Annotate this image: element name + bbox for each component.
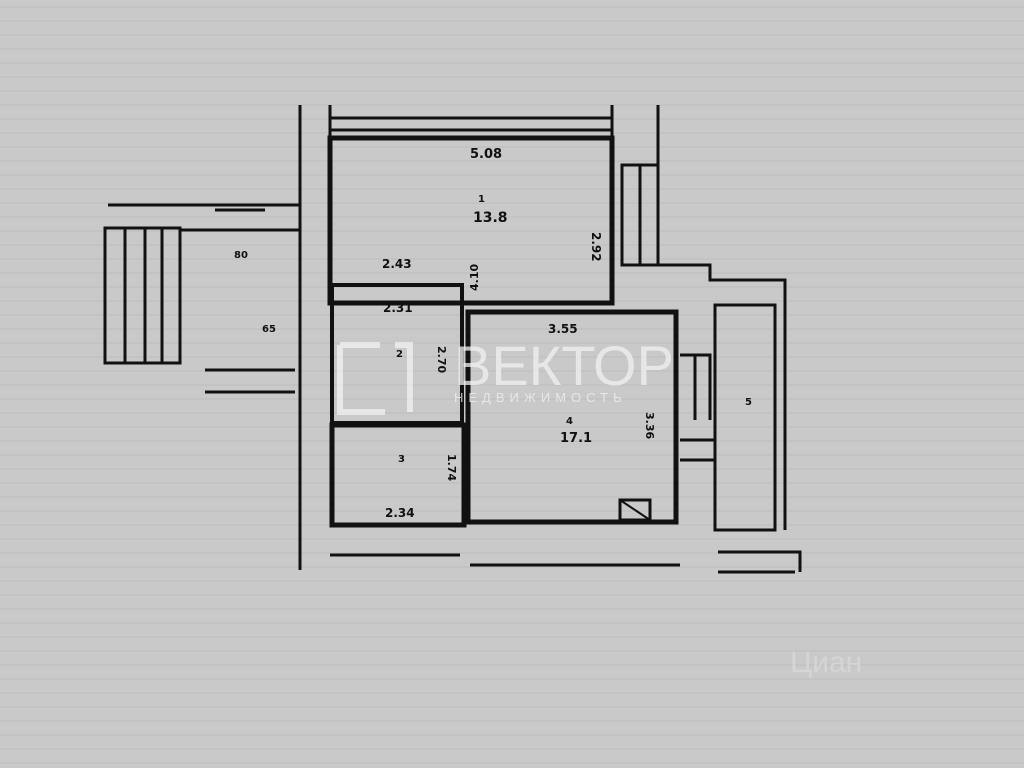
- room-marker-5: 5: [745, 397, 752, 408]
- vektor-logo-icon: [337, 342, 413, 415]
- dim-corridor-length: 4.10: [468, 264, 481, 291]
- room-marker-1: 1: [478, 194, 485, 205]
- room-1: [327, 135, 615, 306]
- dim-room2-width: 3.55: [548, 322, 578, 336]
- dim-room2-area: 17.1: [560, 431, 592, 446]
- watermark-brand-sub: НЕДВИЖИМОСТЬ: [454, 390, 627, 405]
- vektor-watermark: ВЕКТОР НЕДВИЖИМОСТЬ: [337, 334, 674, 415]
- dim-kitchen-width: 2.34: [385, 506, 415, 520]
- dim-corridor-width: 2.43: [382, 257, 412, 271]
- room-marker-2: 2: [396, 349, 403, 360]
- room-2: [465, 309, 679, 525]
- dim-stair-label: 80: [234, 250, 248, 261]
- dimension-labels: 5.08 13.8 2.92 2.43 2.31 4.10 2.70 3.55 …: [234, 147, 752, 520]
- dim-top-width: 5.08: [470, 147, 502, 162]
- kitchen: [329, 422, 467, 528]
- ventilation-shaft: [618, 498, 652, 522]
- dim-room2-depth: 3.36: [643, 412, 656, 439]
- balcony: [713, 303, 777, 532]
- dim-landing-label: 65: [262, 324, 276, 335]
- room-marker-4: 4: [566, 416, 573, 427]
- dim-kitchen-depth: 1.74: [445, 454, 458, 481]
- walls: [103, 105, 802, 574]
- stairs-left: [103, 226, 182, 365]
- watermark-listing-site: Циан: [790, 646, 862, 679]
- dim-room1-depth: 2.92: [589, 232, 603, 262]
- watermark-brand: ВЕКТОР: [454, 334, 674, 397]
- dim-bath-width: 2.31: [383, 301, 413, 315]
- dim-room1-area: 13.8: [473, 210, 508, 226]
- room-marker-3: 3: [398, 454, 405, 465]
- dim-bath-depth: 2.70: [435, 346, 448, 373]
